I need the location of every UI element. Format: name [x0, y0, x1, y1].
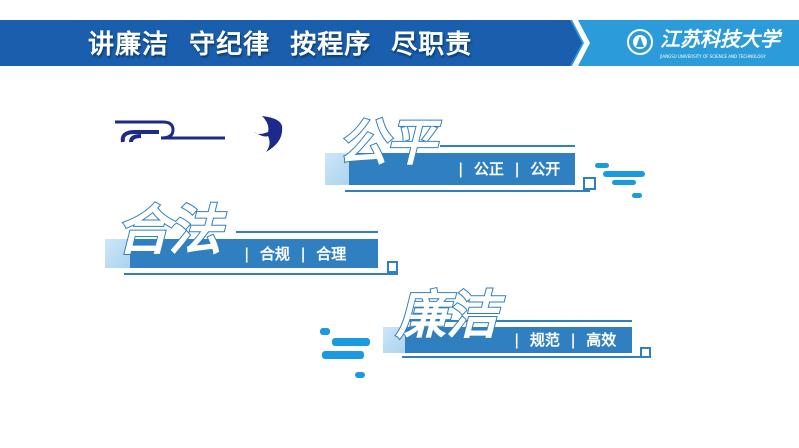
university-emblem-icon — [627, 29, 653, 55]
square-ornament — [387, 261, 398, 273]
square-ornament — [640, 347, 651, 358]
dash-ornament — [320, 328, 330, 335]
banner-hefa — [105, 239, 378, 268]
university-logo-text: 江苏科技大学 — [660, 27, 780, 51]
dash-ornament — [355, 372, 365, 378]
cloud-ornament-icon — [115, 120, 225, 143]
banner-bottom-line — [402, 356, 651, 358]
banner-top-line — [236, 231, 378, 233]
banner-sub-text: | 公正 | 公开 — [458, 160, 561, 178]
dash-ornament — [595, 163, 609, 168]
banner-big-text: 公平 — [337, 113, 437, 172]
dash-ornament — [322, 351, 364, 359]
banner-big-text: 廉洁 — [395, 285, 499, 346]
square-ornament — [583, 177, 596, 190]
dash-ornament — [332, 338, 370, 346]
header-title-band — [0, 20, 570, 66]
banner-sub-text: | 规范 | 高效 — [514, 331, 617, 349]
chevron-icon — [560, 20, 590, 66]
lace-pattern — [105, 239, 130, 268]
banner-gongping — [325, 153, 575, 185]
banner-bottom-line — [345, 190, 590, 192]
banner-top-line — [440, 145, 575, 147]
lace-pattern — [325, 153, 349, 185]
banner-bottom-line — [124, 273, 398, 275]
page-title: 讲廉洁 守纪律 按程序 尽职责 — [88, 30, 473, 60]
banner-top-line — [410, 320, 632, 322]
dash-ornament — [603, 171, 645, 177]
dash-ornament — [632, 193, 642, 198]
banner-big-text: 合法 — [115, 198, 223, 262]
banner-sub-text: | 合规 | 合理 — [244, 245, 347, 263]
lace-pattern — [383, 327, 405, 353]
university-logo-subtitle: JIANGSU UNIVERSITY OF SCIENCE AND TECHNO… — [660, 54, 766, 59]
bird-icon — [254, 116, 283, 152]
dash-ornament — [612, 180, 636, 185]
banner-lianjie — [383, 327, 632, 353]
